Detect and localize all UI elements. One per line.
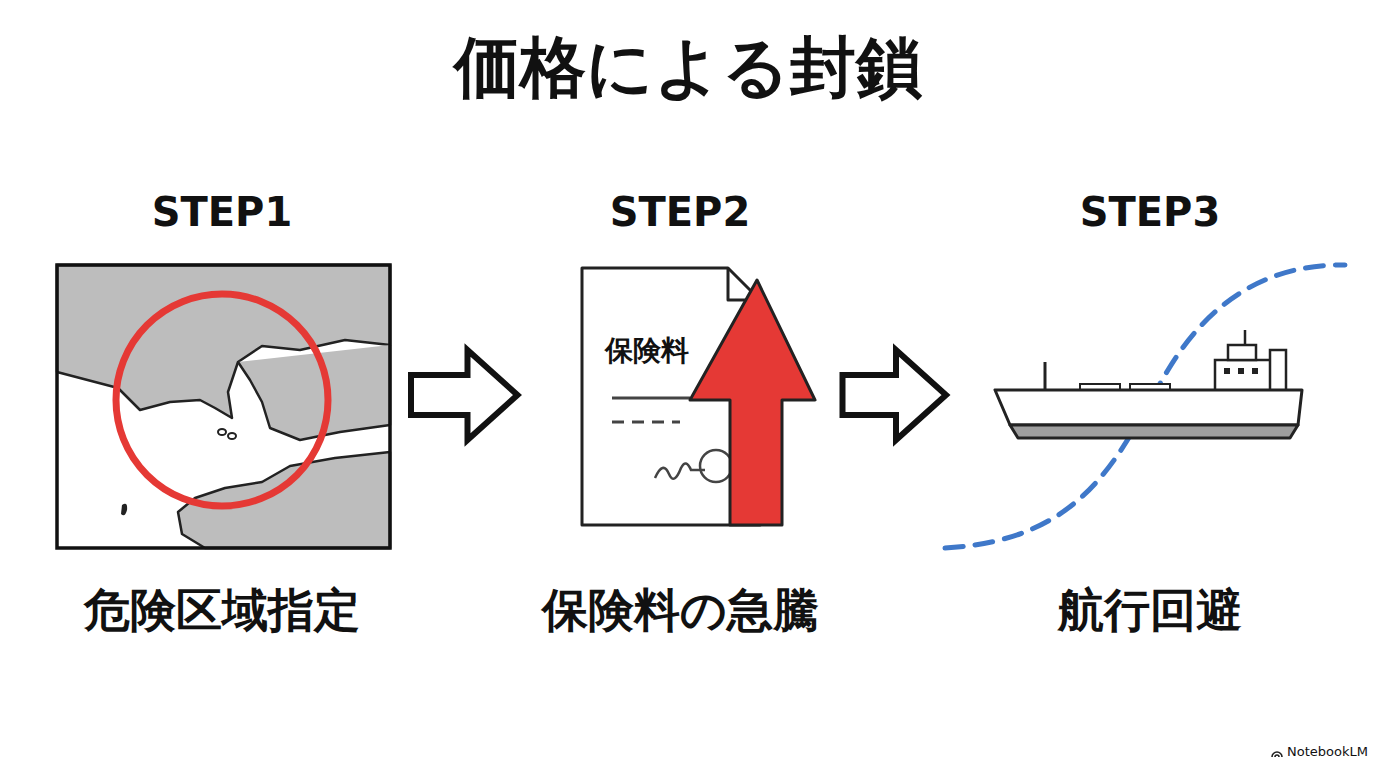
document-illustration — [582, 268, 815, 525]
watermark: NotebookLM — [1287, 744, 1368, 759]
illustration-space — [532, 240, 829, 580]
step-heading: STEP3 — [960, 185, 1340, 240]
illustration-space — [960, 240, 1340, 580]
step-caption: 航行回避 — [960, 580, 1340, 640]
step-panel: STEP3 航行回避 — [960, 185, 1340, 640]
step-caption: 危険区域指定 — [47, 580, 397, 640]
step-arrow — [411, 350, 518, 440]
watermark-icon — [1272, 752, 1282, 757]
ship-illustration — [945, 265, 1345, 548]
illustration-space — [47, 240, 397, 580]
step-heading: STEP1 — [47, 185, 397, 240]
document-label: 保険料 — [605, 332, 689, 370]
map-illustration — [57, 265, 390, 548]
diagram-title: 価格による封鎖 — [0, 28, 1376, 107]
step-heading: STEP2 — [532, 185, 829, 240]
step-panel: STEP1 危険区域指定 — [47, 185, 397, 640]
step-panel: STEP2 保険料の急騰 — [532, 185, 829, 640]
step-caption: 保険料の急騰 — [532, 580, 829, 640]
step-arrow — [843, 350, 947, 440]
